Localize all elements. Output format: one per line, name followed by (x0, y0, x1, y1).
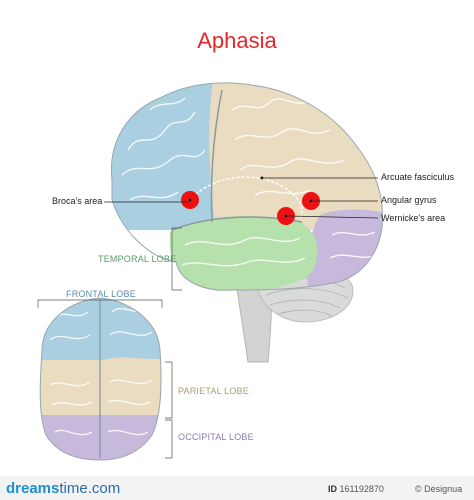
cerebellum-folia (265, 277, 349, 317)
temporal-lobe-label: TEMPORAL LOBE (98, 254, 177, 264)
temporal-bracket (171, 227, 182, 291)
image-id: ID 161192870 (328, 484, 384, 494)
angular-gyrus-label: Angular gyrus (381, 195, 437, 205)
arcuate-fasciculus-path (191, 176, 303, 219)
occipital-lobe-label: OCCIPITAL LOBE (178, 432, 254, 442)
parietal-lobe-label: PARIETAL LOBE (178, 386, 249, 396)
leader-lines (104, 177, 379, 219)
temporal-lobe-region (169, 216, 318, 291)
wernickes-area-label: Wernicke's area (381, 213, 446, 223)
footer-bar (0, 476, 474, 500)
copyright: © Designua (415, 484, 463, 494)
arcuate-fasciculus-label: Arcuate fasciculus (381, 172, 455, 182)
frontal-lobe-label: FRONTAL LOBE (66, 289, 136, 299)
dreamstime-logo: dreamstime.com (6, 480, 121, 497)
brocas-area-label: Broca's area (52, 196, 103, 206)
diagram-title: Aphasia (197, 28, 277, 53)
